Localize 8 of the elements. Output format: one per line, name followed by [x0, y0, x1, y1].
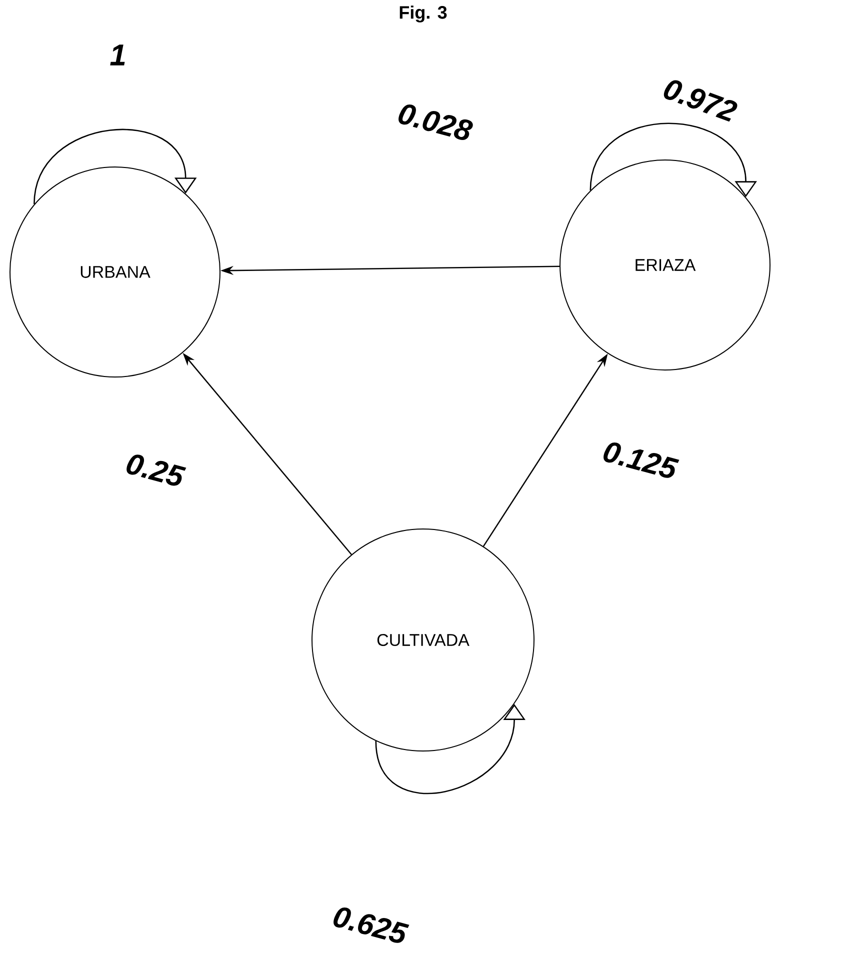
figure-title: Fig. 3: [400, 6, 447, 22]
edge-label: 1: [108, 42, 128, 68]
edge-label: 0.972: [658, 74, 742, 126]
edge-label: 0.625: [328, 902, 412, 948]
edge-label: 0.028: [394, 100, 476, 144]
arrow: [34, 129, 197, 204]
edge-label: 0.25: [122, 450, 188, 490]
edge-label: 0.125: [598, 438, 682, 482]
